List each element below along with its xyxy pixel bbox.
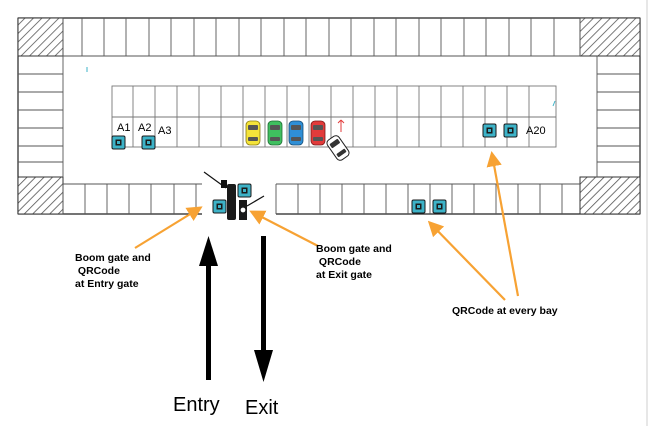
bay-label-a1: A1	[117, 122, 131, 134]
arrow-entry-gate-callout	[134, 206, 203, 249]
teal-tick-right	[552, 100, 556, 107]
arrow-bay-callout-top	[486, 150, 520, 297]
arrow-exit-gate-callout	[249, 210, 319, 247]
callout-exit-gate: Boom gate and QRCode at Exit gate	[316, 243, 392, 282]
entry-arrow	[199, 236, 218, 380]
qr-code-icon-bottom-bay-2	[432, 199, 447, 214]
callout-exit-gate-line3: at Exit gate	[316, 269, 373, 281]
qr-code-icon-exit-gate	[237, 183, 252, 198]
entry-label: Entry	[173, 394, 220, 416]
qr-code-icon-a2	[141, 135, 156, 150]
bay-label-a2: A2	[138, 122, 152, 134]
bay-marker-arrow	[337, 119, 345, 132]
right-side-bays	[596, 56, 640, 177]
callout-entry-gate: Boom gate and QRCode at Entry gate	[75, 252, 151, 291]
entry-boom-gate	[203, 171, 236, 220]
exit-arrow	[254, 236, 273, 382]
left-side-bays	[18, 56, 64, 177]
callout-entry-gate-line2: QRCode	[75, 265, 120, 277]
hatched-corner-top-left	[17, 17, 64, 57]
callout-exit-gate-line2: QRCode	[316, 256, 361, 268]
qr-code-icon-a20	[503, 123, 518, 138]
callout-exit-gate-line1: Boom gate and	[316, 243, 392, 255]
hatched-corner-top-right	[579, 17, 641, 57]
bay-label-a20: A20	[526, 125, 546, 137]
callout-entry-gate-line1: Boom gate and	[75, 252, 151, 264]
qr-code-icon-entry-gate	[212, 199, 227, 214]
exit-label: Exit	[245, 397, 279, 419]
callout-every-bay: QRCode at every bay	[452, 305, 558, 317]
car-blue	[288, 120, 304, 146]
hatched-corner-bottom-left	[17, 176, 64, 215]
car-red	[310, 120, 326, 146]
arrow-bay-callout-bottom	[427, 220, 506, 301]
exit-boom-gate	[239, 195, 265, 220]
car-yellow	[245, 120, 261, 146]
hatched-corner-bottom-right	[579, 176, 641, 215]
car-green	[267, 120, 283, 146]
car-moving	[326, 135, 350, 161]
bay-label-a3: A3	[158, 125, 172, 137]
top-bay-row	[62, 18, 581, 57]
callout-entry-gate-line3: at Entry gate	[75, 278, 139, 290]
qr-code-icon-a19	[482, 123, 497, 138]
qr-code-icon-bottom-bay-1	[411, 199, 426, 214]
qr-code-icon-a1	[111, 135, 126, 150]
